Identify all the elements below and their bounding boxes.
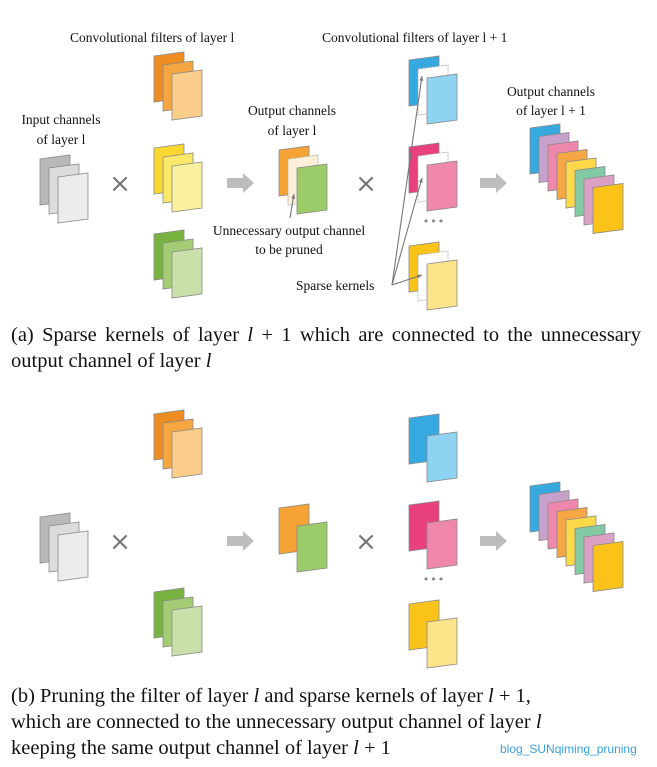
kernel-blue-a-sheet-3 bbox=[426, 73, 458, 125]
filter-green-b-sheet-3 bbox=[171, 605, 203, 657]
caption-b-line-1: (b) Pruning the filter of layer l and sp… bbox=[11, 683, 651, 709]
caption-a: (a) Sparse kernels of layer l + 1 which … bbox=[11, 322, 641, 374]
kernel-pink-b-sheet-2 bbox=[426, 518, 458, 570]
sparse-kernel-pointer-2 bbox=[391, 177, 423, 286]
watermark: blog_SUNqiming_pruning bbox=[500, 742, 637, 756]
times-symbol-a2: × bbox=[355, 169, 377, 199]
caption-b-var: l bbox=[535, 711, 542, 733]
times-symbol-b1: × bbox=[109, 527, 131, 557]
label-sparse-kernels: Sparse kernels bbox=[296, 278, 374, 293]
output-channels-l1-b-sheet-8 bbox=[592, 541, 624, 592]
input-channels-a-sheet-3 bbox=[57, 172, 89, 224]
label-input-channels-1: Input channels bbox=[21, 112, 100, 127]
sparse-kernel-pointer-1 bbox=[391, 75, 423, 286]
times-symbol-a1: × bbox=[109, 169, 131, 199]
caption-a-text-1: (a) Sparse kernels of layer bbox=[11, 324, 248, 346]
caption-b-text: (b) Pruning the filter of layer bbox=[11, 685, 254, 707]
kernel-blue-b-sheet-2 bbox=[426, 431, 458, 483]
arrow-b-2 bbox=[480, 531, 507, 551]
unnecessary-pointer-head bbox=[291, 194, 296, 199]
output-channels-l-a-sheet-3 bbox=[296, 163, 328, 215]
caption-b: (b) Pruning the filter of layer l and sp… bbox=[11, 683, 651, 761]
caption-a-text-2: + 1 which are connected to the unnecessa… bbox=[11, 324, 641, 372]
ellipsis-b: ••• bbox=[423, 573, 445, 586]
times-symbol-b2: × bbox=[355, 527, 377, 557]
sparse-kernel-pointer-2-head bbox=[418, 178, 423, 183]
filter-yellow-a-sheet-3 bbox=[171, 161, 203, 213]
arrow-a-2 bbox=[480, 173, 507, 193]
caption-b-text: keeping the same output channel of layer bbox=[11, 737, 354, 759]
caption-b-text: + 1 bbox=[358, 737, 391, 759]
label-output-channels-l1-2: of layer l + 1 bbox=[516, 103, 586, 118]
filter-green-a-sheet-3 bbox=[171, 247, 203, 299]
caption-b-text: and sparse kernels of layer bbox=[259, 685, 489, 707]
caption-b-var: l bbox=[353, 737, 359, 759]
filter-orange-b-sheet-3 bbox=[171, 427, 203, 479]
label-output-channels-l-2: of layer l bbox=[268, 123, 317, 138]
sparse-kernel-pointer-3 bbox=[391, 274, 423, 286]
label-output-channels-l1-1: Output channels bbox=[507, 84, 595, 99]
label-unnecessary-1: Unnecessary output channel bbox=[213, 223, 365, 238]
output-channels-l-b-sheet-2 bbox=[296, 521, 328, 573]
arrow-a-1 bbox=[227, 173, 254, 193]
sparse-kernel-pointer-3-head bbox=[417, 274, 422, 279]
kernel-pink-a-sheet-3 bbox=[426, 160, 458, 212]
caption-a-var: l bbox=[247, 324, 254, 346]
label-input-channels-2: of layer l bbox=[37, 132, 86, 147]
caption-b-var: l bbox=[488, 685, 494, 707]
sparse-kernel-pointer-1-head bbox=[419, 76, 424, 81]
input-channels-b-sheet-3 bbox=[57, 530, 89, 582]
label-unnecessary-2: to be pruned bbox=[255, 242, 323, 257]
caption-b-var: l bbox=[253, 685, 260, 707]
output-channels-l1-a-sheet-8 bbox=[592, 183, 624, 234]
label-conv-filters-l1: Convolutional filters of layer l + 1 bbox=[322, 30, 507, 45]
label-conv-filters-l: Convolutional filters of layer l bbox=[70, 30, 234, 45]
label-output-channels-l-1: Output channels bbox=[248, 103, 336, 118]
caption-b-line-2: which are connected to the unnecessary o… bbox=[11, 709, 651, 735]
kernel-yellow-a-sheet-3 bbox=[426, 259, 458, 311]
caption-b-text: which are connected to the unnecessary o… bbox=[11, 711, 536, 733]
caption-a-var-2: l bbox=[205, 350, 212, 372]
kernel-yellow-b-sheet-2 bbox=[426, 617, 458, 669]
caption-b-line-3: keeping the same output channel of layer… bbox=[11, 735, 651, 761]
arrow-b-1 bbox=[227, 531, 254, 551]
filter-orange-a-sheet-3 bbox=[171, 69, 203, 121]
ellipsis-a: ••• bbox=[423, 215, 445, 228]
caption-b-text: + 1, bbox=[493, 685, 531, 707]
